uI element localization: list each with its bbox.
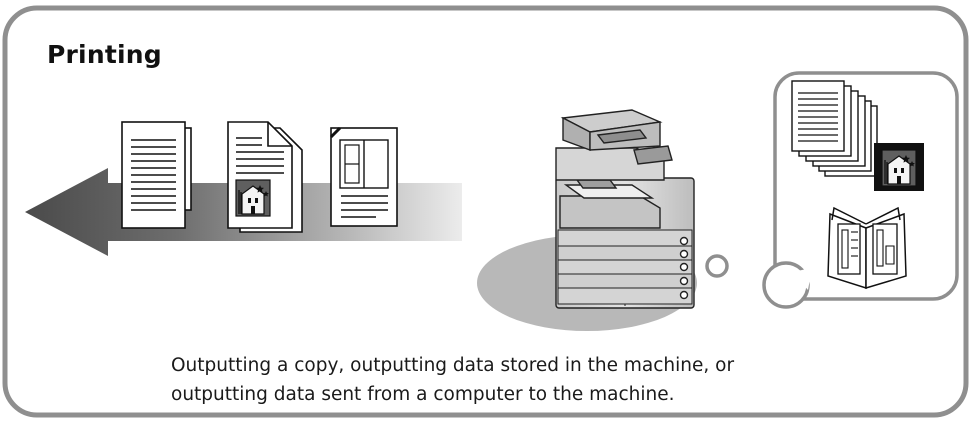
caption-line-1: Outputting a copy, outputting data store… [171,355,735,376]
multifunction-printer-icon [555,109,695,309]
stacked-documents-icon [791,80,878,177]
section-title: Printing [47,40,162,69]
section-frame [2,5,969,418]
photo-icon [874,143,924,191]
section-caption: Outputting a copy, outputting data store… [171,351,891,409]
booklet-icon [827,206,907,290]
image-document-icon [227,121,303,233]
caption-line-2: outputting data sent from a computer to … [171,384,675,405]
layout-document-icon [329,126,398,227]
text-document-icon [121,121,192,229]
